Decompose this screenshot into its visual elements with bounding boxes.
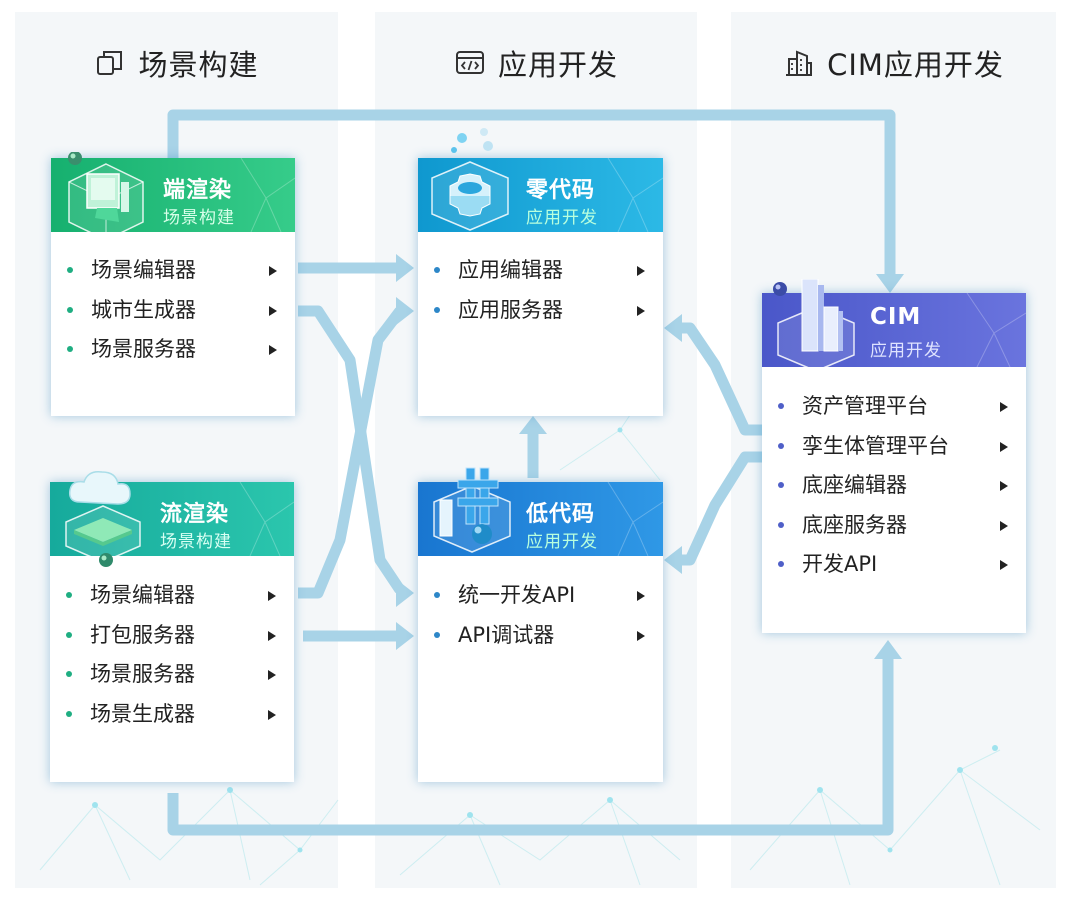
caret-right-icon [637, 630, 645, 641]
column-header: 场景构建 [15, 42, 338, 84]
card-title: 端渲染 [163, 178, 233, 203]
card-low-code: 低代码 应用开发 统一开发API API调试器 [418, 467, 663, 782]
list-item[interactable]: 打包服务器 [50, 616, 294, 656]
card-subtitle: 应用开发 [526, 208, 598, 228]
monitor-cube-icon [61, 151, 151, 248]
card-subtitle: 应用开发 [870, 341, 942, 361]
card-stream-render: 流渲染 场景构建 场景编辑器 打包服务器 场景服务器 场景生成器 [50, 470, 294, 782]
list-item[interactable]: 开发API [762, 545, 1026, 585]
caret-right-icon [269, 305, 277, 316]
card-zero-code: 零代码 应用开发 应用编辑器 应用服务器 [418, 128, 663, 416]
card-title: 零代码 [526, 178, 596, 203]
card-title: 流渲染 [160, 502, 230, 527]
item-label: 场景服务器 [91, 337, 196, 361]
item-label: 场景生成器 [90, 701, 195, 726]
window-stack-icon [94, 47, 126, 79]
card-title: CIM [870, 304, 922, 330]
item-label: 应用编辑器 [458, 258, 563, 282]
item-label: 场景编辑器 [91, 258, 196, 282]
caret-right-icon [1000, 520, 1008, 531]
column-header: 应用开发 [375, 42, 697, 84]
card-end-render: 端渲染 场景构建 场景编辑器 城市生成器 场景服务器 [51, 151, 295, 416]
list-item[interactable]: 场景编辑器 [51, 251, 295, 291]
list-item[interactable]: 底座编辑器 [762, 466, 1026, 506]
caret-right-icon [1000, 402, 1008, 412]
caret-right-icon [1000, 441, 1008, 452]
caret-right-icon [269, 345, 277, 355]
card-subtitle: 应用开发 [526, 532, 598, 552]
header-pattern [239, 482, 294, 556]
cloud-layer-icon [58, 462, 148, 576]
caret-right-icon [1000, 560, 1008, 570]
item-label: 应用服务器 [458, 297, 563, 322]
header-pattern [966, 293, 1026, 367]
caret-right-icon [268, 670, 276, 680]
column-title: 场景构建 [138, 48, 259, 82]
card-header [418, 482, 663, 556]
card-item-list: 场景编辑器 打包服务器 场景服务器 场景生成器 [50, 576, 294, 734]
column-header: CIM应用开发 [731, 42, 1056, 84]
item-label: API调试器 [458, 622, 555, 647]
list-item[interactable]: 场景编辑器 [50, 576, 294, 616]
item-label: 场景服务器 [90, 662, 195, 686]
item-label: 资产管理平台 [802, 394, 928, 418]
header-pattern [607, 482, 663, 556]
list-item[interactable]: 孪生体管理平台 [762, 427, 1026, 467]
caret-right-icon [269, 266, 277, 276]
list-item[interactable]: 城市生成器 [51, 291, 295, 331]
card-item-list: 资产管理平台 孪生体管理平台 底座编辑器 底座服务器 开发API [762, 387, 1026, 585]
item-label: 孪生体管理平台 [802, 433, 949, 458]
card-cim: CIM 应用开发 资产管理平台 孪生体管理平台 底座编辑器 底座服务器 开发AP… [762, 278, 1026, 633]
caret-right-icon [268, 709, 276, 720]
item-label: 底座编辑器 [802, 473, 907, 497]
column-title: CIM应用开发 [827, 48, 1004, 82]
card-item-list: 场景编辑器 城市生成器 场景服务器 [51, 251, 295, 370]
buildings-icon [783, 47, 815, 79]
item-label: 打包服务器 [90, 622, 195, 647]
list-item[interactable]: 资产管理平台 [762, 387, 1026, 427]
caret-right-icon [637, 591, 645, 601]
list-item[interactable]: 场景生成器 [50, 695, 294, 735]
list-item[interactable]: 场景服务器 [51, 330, 295, 370]
list-item[interactable]: 底座服务器 [762, 506, 1026, 546]
list-item[interactable]: 统一开发API [418, 576, 663, 616]
caret-right-icon [268, 630, 276, 641]
item-label: 统一开发API [458, 583, 576, 607]
card-item-list: 应用编辑器 应用服务器 [418, 251, 663, 330]
caret-right-icon [1000, 481, 1008, 491]
item-label: 底座服务器 [802, 512, 907, 537]
item-label: 场景编辑器 [90, 583, 195, 607]
caret-right-icon [637, 266, 645, 276]
list-item[interactable]: 应用编辑器 [418, 251, 663, 291]
hash-block-icon [426, 464, 518, 568]
list-item[interactable]: 应用服务器 [418, 291, 663, 331]
code-browser-icon [454, 47, 486, 79]
list-item[interactable]: 场景服务器 [50, 655, 294, 695]
card-title: 低代码 [526, 502, 596, 527]
item-label: 开发API [802, 552, 878, 576]
card-subtitle: 场景构建 [160, 532, 232, 552]
caret-right-icon [268, 591, 276, 601]
card-subtitle: 场景构建 [163, 208, 235, 228]
card-item-list: 统一开发API API调试器 [418, 576, 663, 655]
caret-right-icon [637, 305, 645, 316]
gear-cube-icon [424, 126, 520, 240]
list-item[interactable]: API调试器 [418, 616, 663, 656]
column-title: 应用开发 [497, 48, 618, 82]
item-label: 城市生成器 [91, 297, 196, 322]
tower-buildings-icon [768, 278, 864, 379]
